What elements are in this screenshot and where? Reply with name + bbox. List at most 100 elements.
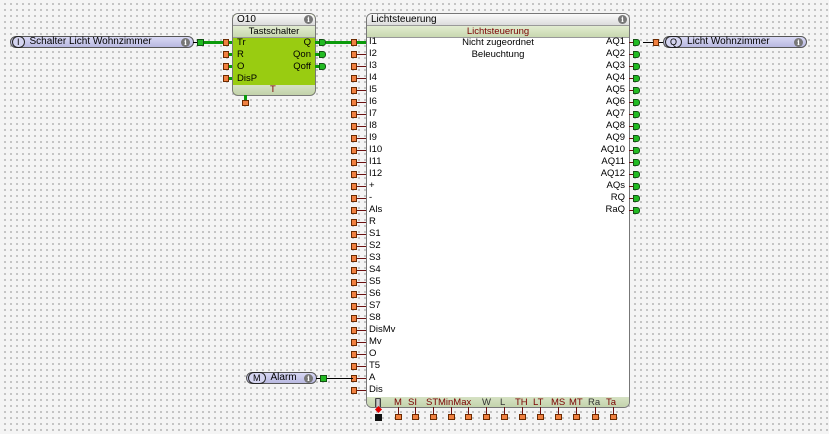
input-pin[interactable] xyxy=(351,111,357,118)
input-pin[interactable] xyxy=(351,279,357,286)
input-pin[interactable] xyxy=(351,147,357,154)
input-pin[interactable] xyxy=(351,255,357,262)
input-pin[interactable] xyxy=(351,387,357,394)
param-pin[interactable] xyxy=(430,414,437,420)
input-tag-alarm[interactable]: M Alarm i xyxy=(246,372,317,384)
param-pin[interactable] xyxy=(573,414,580,420)
input-pin[interactable] xyxy=(351,183,357,190)
info-icon[interactable]: i xyxy=(794,38,803,47)
input-pin[interactable] xyxy=(351,123,357,130)
info-icon[interactable]: i xyxy=(181,38,190,47)
input-label: I9 xyxy=(369,132,377,143)
output-pin[interactable] xyxy=(633,63,640,70)
output-pin[interactable] xyxy=(633,195,640,202)
input-type-badge: I xyxy=(12,36,25,48)
param-pin[interactable] xyxy=(412,414,419,420)
input-pin[interactable] xyxy=(351,351,357,358)
output-pin[interactable] xyxy=(633,99,640,106)
input-pin[interactable] xyxy=(351,267,357,274)
output-pin[interactable] xyxy=(633,87,640,94)
input-pin[interactable] xyxy=(351,195,357,202)
info-icon[interactable]: i xyxy=(304,15,313,24)
input-pin[interactable] xyxy=(351,339,357,346)
pin-stub xyxy=(629,54,634,55)
input-pin[interactable] xyxy=(351,51,357,58)
param-pin[interactable] xyxy=(555,414,562,420)
input-tag-schalter[interactable]: I Schalter Licht Wohnzimmer i xyxy=(10,36,194,48)
param-pin[interactable] xyxy=(483,414,490,420)
param-pin[interactable] xyxy=(592,414,599,420)
output-pin[interactable] xyxy=(633,111,640,118)
input-pin[interactable] xyxy=(351,363,357,370)
param-pin[interactable] xyxy=(610,414,617,420)
param-pin[interactable] xyxy=(501,414,508,420)
input-pin-tr[interactable] xyxy=(223,39,229,46)
param-pin[interactable] xyxy=(465,414,472,420)
input-pin[interactable] xyxy=(351,159,357,166)
output-pin[interactable] xyxy=(633,75,640,82)
pin-stub xyxy=(629,186,634,187)
param-label: M xyxy=(394,397,402,408)
input-pin[interactable] xyxy=(351,135,357,142)
input-pin[interactable] xyxy=(351,207,357,214)
input-pin-disp[interactable] xyxy=(223,75,229,82)
input-pin-licht-wohnzimmer[interactable] xyxy=(653,39,659,46)
wire-schalter-to-tr[interactable] xyxy=(204,41,224,44)
output-pin[interactable] xyxy=(633,171,640,178)
input-pin[interactable] xyxy=(351,303,357,310)
output-pin-schalter[interactable] xyxy=(197,39,204,46)
pin-stub xyxy=(315,41,320,44)
wire-q-to-i1[interactable] xyxy=(326,41,352,44)
output-pin[interactable] xyxy=(633,207,640,214)
input-pin[interactable] xyxy=(351,327,357,334)
output-pin[interactable] xyxy=(633,183,640,190)
output-pin[interactable] xyxy=(633,147,640,154)
input-pin-o[interactable] xyxy=(223,63,229,70)
output-label: AQ7 xyxy=(605,108,625,119)
output-label: RQ xyxy=(610,192,625,203)
output-label: AQ11 xyxy=(601,156,625,167)
wire-aq1-to-output[interactable] xyxy=(643,42,654,43)
info-icon[interactable]: i xyxy=(618,15,627,24)
input-pin[interactable] xyxy=(351,75,357,82)
input-pin[interactable] xyxy=(351,243,357,250)
pin-stub xyxy=(558,407,559,414)
input-label: - xyxy=(369,192,373,203)
pin-stub xyxy=(357,126,366,127)
pin-stub xyxy=(357,150,366,151)
block-lichtsteuerung[interactable]: Lichtsteuerung i Lichtsteuerung Nicht zu… xyxy=(366,13,630,408)
output-pin-qoff[interactable] xyxy=(319,63,326,70)
pin-stub xyxy=(357,54,366,55)
output-pin[interactable] xyxy=(633,159,640,166)
input-pin[interactable] xyxy=(351,39,357,46)
output-pin[interactable] xyxy=(633,39,640,46)
wire-alarm-to-a[interactable] xyxy=(327,378,353,379)
input-pin-r[interactable] xyxy=(223,51,229,58)
block-header: Lichtsteuerung i xyxy=(367,14,629,26)
output-pin[interactable] xyxy=(633,123,640,130)
input-pin[interactable] xyxy=(351,99,357,106)
input-pin[interactable] xyxy=(351,231,357,238)
input-pin[interactable] xyxy=(351,219,357,226)
block-o10-tastschalter[interactable]: O10 i Tastschalter Tr R O DisP Q Qon Qof… xyxy=(232,13,316,96)
param-pin[interactable] xyxy=(395,414,402,420)
param-pin[interactable] xyxy=(448,414,455,420)
input-pin[interactable] xyxy=(351,87,357,94)
input-pin[interactable] xyxy=(351,63,357,70)
param-pin-battery[interactable] xyxy=(375,414,382,421)
param-pin[interactable] xyxy=(519,414,526,420)
output-pin-alarm[interactable] xyxy=(320,375,327,382)
input-pin[interactable] xyxy=(351,315,357,322)
pin-stub xyxy=(357,258,366,259)
info-icon[interactable]: i xyxy=(304,374,313,383)
input-label-tr: Tr xyxy=(237,37,246,48)
input-pin[interactable] xyxy=(351,171,357,178)
output-pin-qon[interactable] xyxy=(319,51,326,58)
output-pin-q[interactable] xyxy=(319,39,326,46)
input-pin[interactable] xyxy=(351,291,357,298)
param-pin[interactable] xyxy=(537,414,544,420)
output-pin[interactable] xyxy=(633,135,640,142)
param-pin-t[interactable] xyxy=(242,100,249,106)
output-pin[interactable] xyxy=(633,51,640,58)
output-tag-licht-wohnzimmer[interactable]: Q Licht Wohnzimmer i xyxy=(663,36,807,48)
